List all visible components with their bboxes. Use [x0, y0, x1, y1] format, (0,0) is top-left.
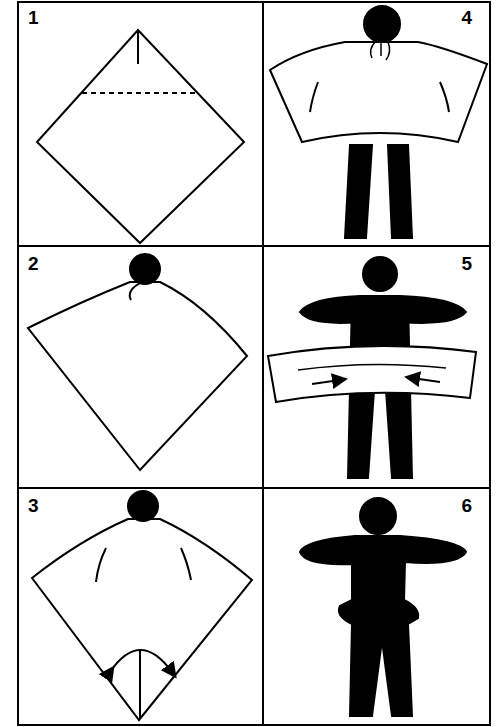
poncho-cut: [32, 491, 252, 720]
step-number: 1: [28, 8, 39, 28]
poncho-front: [28, 254, 247, 470]
panel-grid: [18, 2, 490, 725]
square-sheet: [37, 30, 244, 243]
step-number: 2: [28, 254, 39, 274]
figure-with-cape: [270, 6, 487, 238]
figure-wrapping-band: [268, 257, 476, 478]
step-number: 5: [461, 254, 472, 274]
step-number: 6: [461, 496, 472, 516]
finished-figure: [300, 498, 466, 716]
step-number: 3: [28, 496, 39, 516]
step-number: 4: [461, 8, 472, 28]
